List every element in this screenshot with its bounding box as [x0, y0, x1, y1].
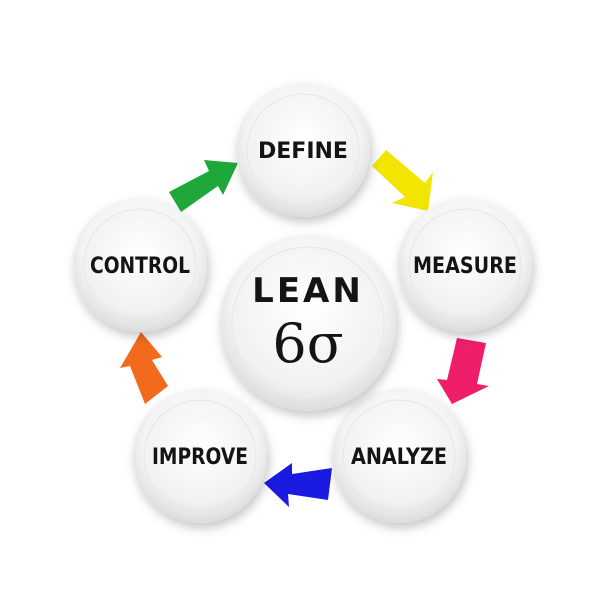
stage-label-define: DEFINE	[258, 139, 348, 164]
arrow-improve-to-control	[120, 332, 168, 404]
arrow-measure-to-analyze	[437, 338, 489, 404]
stage-define: DEFINE	[236, 83, 370, 217]
arrows-layer	[120, 150, 489, 507]
arrow-define-to-measure	[372, 150, 433, 211]
stage-analyze: ANALYZE	[332, 389, 466, 523]
stage-label-analyze: ANALYZE	[351, 445, 447, 470]
arrow-analyze-to-improve	[264, 463, 332, 507]
stage-label-measure: MEASURE	[413, 254, 517, 279]
center-title: LEAN	[252, 271, 364, 311]
stage-measure: MEASURE	[398, 198, 532, 332]
stage-improve: IMPROVE	[133, 389, 267, 523]
center-symbol: 6σ	[272, 312, 343, 375]
center-disc: LEAN 6σ	[220, 235, 396, 411]
arrow-control-to-define	[169, 160, 238, 212]
stage-control: CONTROL	[73, 198, 207, 332]
stage-label-improve: IMPROVE	[152, 445, 248, 470]
stage-label-control: CONTROL	[90, 254, 190, 279]
